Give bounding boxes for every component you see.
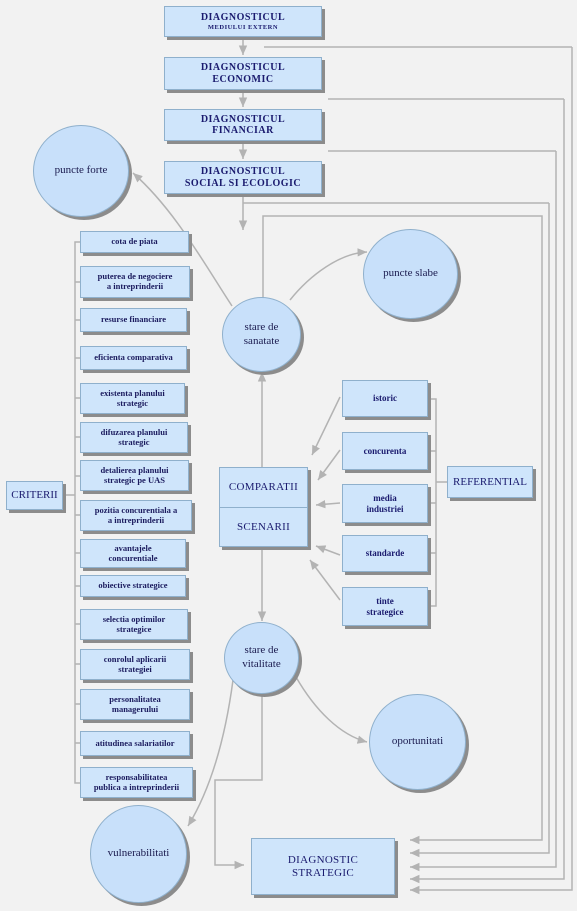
diagnostic-title: DIAGNOSTICUL: [200, 113, 286, 125]
criteriu-line1: existenta planului: [100, 387, 165, 398]
criteriu-box: responsabilitatea publica a intreprinder…: [80, 767, 193, 798]
criteriu-line1: pozitia concurentiala a: [94, 504, 178, 515]
criteriu-line2: strategic: [118, 436, 150, 447]
referential-item-line2: industriei: [366, 503, 404, 514]
referential-item-box: concurenta: [342, 432, 428, 470]
criteriu-line2: strategice: [116, 623, 152, 634]
criteriu-line2: managerului: [111, 703, 159, 714]
referential-item-box: media industriei: [342, 484, 428, 523]
referential-item-box: standarde: [342, 535, 428, 572]
oportunitati-label: oportunitati: [391, 735, 444, 748]
diagnostic-title: DIAGNOSTICUL: [200, 62, 286, 73]
diagnostic-subtitle: FINANCIAR: [212, 125, 274, 136]
diagnostic-title: DIAGNOSTICUL: [200, 12, 286, 24]
diagnostic-mediul-extern-box: DIAGNOSTICUL MEDIULUI EXTERN: [164, 6, 322, 37]
criteriu-line2: strategic pe UAS: [104, 474, 165, 485]
stare-sanatate-line2: sanatate: [243, 334, 280, 347]
criteriu-box: existenta planului strategic: [80, 383, 185, 414]
stare-vitalitate-line2: vitalitate: [242, 658, 281, 670]
puncte-forte-label: puncte forte: [54, 164, 108, 177]
diagnostic-economic-box: DIAGNOSTICUL ECONOMIC: [164, 57, 322, 90]
criteriu-line1: resurse financiare: [100, 314, 167, 325]
vulnerabilitati-circle: vulnerabilitati: [90, 805, 187, 903]
stare-sanatate-line1: stare de: [244, 320, 279, 333]
criteriu-box: atitudinea salariatilor: [80, 731, 190, 756]
criteriu-box: difuzarea planului strategic: [80, 422, 188, 453]
criteriu-line1: personalitatea: [109, 693, 161, 704]
criteriu-box: detalierea planului strategic pe UAS: [80, 460, 189, 491]
criteriu-line2: publica a intreprinderii: [93, 781, 180, 792]
criteriu-box: pozitia concurentiala a a intreprinderii: [80, 500, 192, 531]
criteriu-box: conrolul aplicarii strategiei: [80, 649, 190, 680]
criteriu-line1: conrolul aplicarii: [103, 653, 167, 664]
scenarii-label: SCENARII: [236, 521, 291, 533]
diagnostic-subtitle: MEDIULUI EXTERN: [207, 23, 279, 31]
criteriu-box: avantajele concurentiale: [80, 539, 186, 568]
criteriu-line1: cota de piata: [111, 236, 158, 247]
stare-sanatate-circle: stare de sanatate: [222, 297, 301, 372]
diagnostic-strategic-line1: DIAGNOSTIC: [287, 853, 359, 866]
referential-item-line2: strategice: [366, 606, 404, 617]
referential-item-line1: media: [373, 493, 397, 504]
referential-item-line1: concurenta: [363, 445, 407, 456]
referential-item-line1: istoric: [373, 393, 397, 404]
criteriu-box: puterea de negociere a intreprinderii: [80, 266, 190, 298]
diagnostic-social-ecologic-box: DIAGNOSTICUL SOCIAL SI ECOLOGIC: [164, 161, 322, 194]
criteriu-box: selectia optimilor strategice: [80, 609, 188, 640]
comparatii-scenarii-box: COMPARATII SCENARII: [219, 467, 308, 547]
criteriu-line1: responsabilitatea: [105, 771, 168, 782]
criteriu-line1: selectia optimilor: [102, 613, 166, 624]
referential-item-line1: standarde: [365, 548, 405, 559]
oportunitati-circle: oportunitati: [369, 694, 466, 790]
referential-item-box: tinte strategice: [342, 587, 428, 626]
criteriu-box: resurse financiare: [80, 308, 187, 332]
criterii-label: CRITERII: [11, 489, 58, 502]
criteriu-line1: difuzarea planului: [100, 426, 168, 437]
comparatii-label: COMPARATII: [220, 468, 307, 508]
criteriu-box: obiective strategice: [80, 575, 186, 597]
diagnostic-financiar-box: DIAGNOSTICUL FINANCIAR: [164, 109, 322, 141]
criteriu-line1: avantajele: [114, 542, 152, 553]
criteriu-box: cota de piata: [80, 231, 189, 253]
diagnostic-strategic-box: DIAGNOSTIC STRATEGIC: [251, 838, 395, 895]
puncte-forte-circle: puncte forte: [33, 125, 129, 217]
diagnostic-subtitle: ECONOMIC: [212, 73, 274, 85]
referential-item-box: istoric: [342, 380, 428, 417]
criteriu-line1: puterea de negociere: [97, 271, 173, 282]
referential-item-line1: tinte: [376, 596, 394, 607]
criteriu-line2: a intreprinderii: [107, 514, 165, 525]
criteriu-line2: strategiei: [118, 663, 152, 674]
criterii-box: CRITERII: [6, 481, 63, 510]
referential-box: REFERENTIAL: [447, 466, 533, 498]
criteriu-line2: concurentiale: [108, 552, 158, 563]
criteriu-box: eficienta comparativa: [80, 346, 187, 370]
diagnostic-strategic-line2: STRATEGIC: [292, 866, 354, 879]
criteriu-line1: obiective strategice: [98, 580, 168, 591]
criteriu-line1: atitudinea salariatilor: [95, 737, 175, 748]
diagnostic-title: DIAGNOSTICUL: [200, 166, 286, 177]
criteriu-line1: detalierea planului: [100, 464, 169, 475]
criteriu-line2: strategic: [116, 397, 149, 408]
diagnostic-subtitle: SOCIAL SI ECOLOGIC: [184, 177, 302, 189]
criteriu-box: personalitatea managerului: [80, 689, 190, 720]
criteriu-line1: eficienta comparativa: [94, 352, 173, 363]
puncte-slabe-label: puncte slabe: [383, 267, 438, 280]
stare-vitalitate-line1: stare de: [244, 644, 279, 657]
referential-label: REFERENTIAL: [453, 475, 527, 488]
puncte-slabe-circle: puncte slabe: [363, 229, 458, 319]
vulnerabilitati-label: vulnerabilitati: [107, 847, 170, 860]
stare-vitalitate-circle: stare de vitalitate: [224, 622, 299, 694]
criteriu-line2: a intreprinderii: [106, 281, 164, 291]
